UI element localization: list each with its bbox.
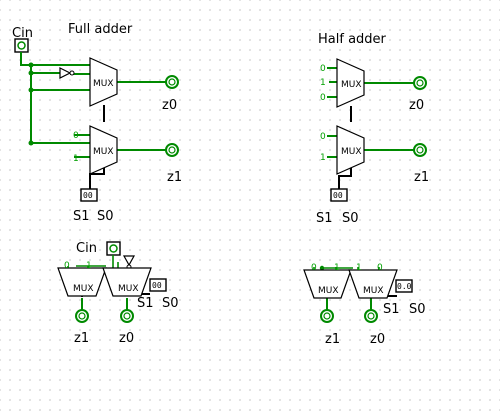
s0-label: S0 (342, 211, 359, 226)
s1-label: S1 (383, 302, 400, 317)
z1-label: z1 (167, 170, 182, 185)
mux-compact-full-left[interactable]: MUX (57, 267, 107, 297)
constant-0: 0 (320, 93, 326, 103)
z1-output-led (413, 143, 427, 157)
mux-label: MUX (341, 80, 362, 90)
z0-output-led (120, 309, 134, 323)
cin-input-pin[interactable] (106, 241, 121, 256)
s0-label: S0 (97, 209, 114, 224)
z0-label: z0 (370, 332, 385, 347)
z0-output-led (364, 309, 378, 323)
mux-full-adder-top[interactable]: MUX (89, 57, 118, 107)
mux-compact-full-right[interactable]: MUX (102, 267, 152, 297)
constant-0: 0 (377, 263, 383, 273)
constant-1: 1 (73, 154, 79, 164)
z1-output-led (320, 309, 334, 323)
junction-dot (28, 62, 34, 68)
mux-full-adder-bottom[interactable]: MUX (89, 125, 118, 175)
select-input-pin[interactable]: 00 (80, 188, 98, 202)
mux-label: MUX (318, 286, 339, 296)
mux-label: MUX (73, 284, 94, 294)
s0-label: S0 (162, 296, 179, 311)
z1-label: z1 (414, 170, 429, 185)
mux-label: MUX (93, 147, 114, 157)
constant-0: 0 (311, 263, 317, 273)
junction-dot (28, 87, 34, 93)
mux-label: MUX (93, 79, 114, 89)
svg-text:00: 00 (83, 191, 93, 200)
mux-label: MUX (363, 286, 384, 296)
z0-output-led (165, 75, 179, 89)
z0-label: z0 (409, 98, 424, 113)
s0-label: S0 (409, 302, 426, 317)
mux-compact-half-right[interactable]: MUX (348, 269, 398, 299)
svg-text:00: 00 (152, 281, 162, 290)
select-input-pin[interactable]: 0.0 (395, 279, 413, 293)
constant-0: 0 (64, 261, 70, 271)
full-adder-title: Full adder (68, 22, 133, 37)
select-input-pin[interactable]: 00 (330, 188, 348, 202)
cin-input-pin[interactable] (14, 38, 29, 53)
mux-half-adder-bottom[interactable]: MUX (336, 125, 365, 175)
mux-half-adder-top[interactable]: MUX (336, 58, 365, 108)
mux-label: MUX (341, 147, 362, 157)
constant-1: 1 (356, 263, 362, 273)
z1-output-led (165, 143, 179, 157)
constant-1: 1 (320, 78, 326, 88)
z1-label: z1 (74, 331, 89, 346)
constant-0: 0 (320, 64, 326, 74)
cin-label: Cin (76, 241, 97, 256)
cin-label: Cin (12, 26, 33, 41)
constant-0: 0 (320, 132, 326, 142)
z0-label: z0 (119, 331, 134, 346)
z0-output-led (413, 76, 427, 90)
not-gate[interactable] (122, 255, 136, 270)
svg-text:00: 00 (333, 191, 343, 200)
junction-dot (28, 70, 34, 76)
select-input-pin[interactable]: 00 (149, 278, 167, 292)
not-gate[interactable] (59, 67, 75, 79)
svg-text:0.0: 0.0 (397, 282, 412, 291)
half-adder-wires (327, 67, 418, 190)
constant-1: 1 (86, 261, 92, 271)
junction-dot (28, 140, 34, 146)
constant-1: 1 (320, 153, 326, 163)
mux-compact-half-left[interactable]: MUX (303, 269, 352, 299)
mux-label: MUX (118, 284, 139, 294)
half-adder-title: Half adder (318, 32, 387, 47)
z0-label: z0 (162, 98, 177, 113)
s1-label: S1 (137, 296, 154, 311)
s1-label: S1 (316, 211, 333, 226)
junction-dot (319, 265, 325, 271)
constant-1: 1 (334, 263, 340, 273)
z1-output-led (75, 309, 89, 323)
constant-0: 0 (73, 131, 79, 141)
z1-label: z1 (325, 332, 340, 347)
s1-label: S1 (73, 209, 90, 224)
